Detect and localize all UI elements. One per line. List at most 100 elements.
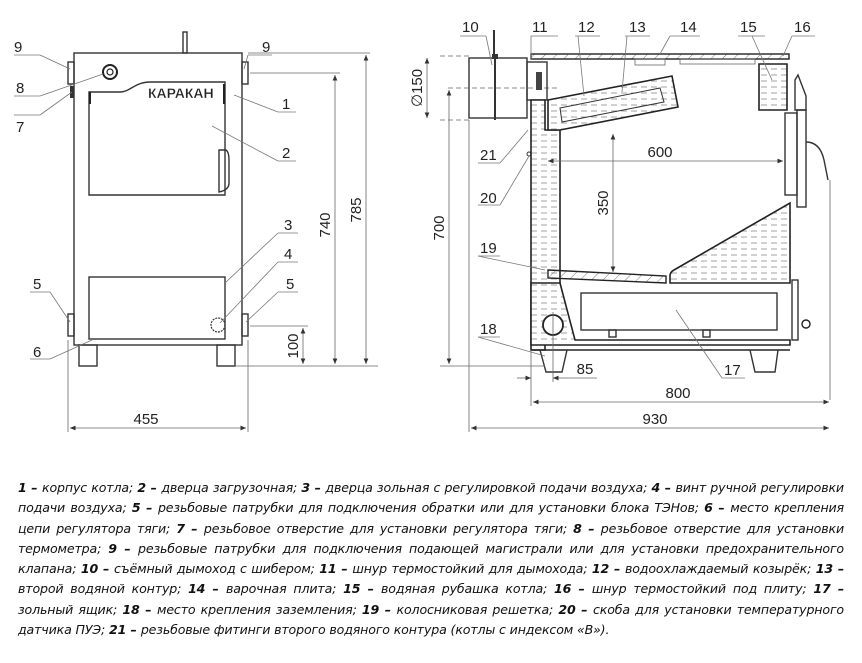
callout-8: 8 [16, 80, 24, 97]
callout-9-right: 9 [262, 39, 270, 56]
callout-17: 17 [724, 362, 741, 379]
top-pipe [182, 31, 188, 54]
legend-item-number: 2 [137, 480, 146, 495]
callout-16: 16 [794, 19, 811, 36]
legend-item: 5 – резьбовые патрубки для подключения о… [132, 500, 699, 515]
legend-separator: – [360, 581, 382, 597]
dim-600: 600 [647, 144, 672, 161]
dim-455: 455 [133, 411, 158, 428]
legend-item: 21 – резьбовые фитинги второго водяного … [109, 622, 609, 637]
callout-18: 18 [480, 321, 497, 338]
legend-item: 20 – скоба для установки температурного … [18, 602, 844, 637]
legend-item-text: скоба для установки температурного датчи… [18, 601, 844, 638]
legend-separator: – [205, 581, 226, 597]
legend-separator: – [26, 480, 43, 495]
legend-item: 14 – варочная плита; [188, 581, 336, 596]
legend-item-text: водоохлаждаемый козырёк; [624, 561, 812, 577]
legend-item-text: шнур термостойкий для дымохода; [352, 561, 588, 577]
legend-item-number: 18 [122, 601, 140, 617]
callout-6: 6 [33, 344, 41, 361]
callout-3: 3 [284, 217, 292, 234]
legend-separator: – [98, 561, 114, 577]
parts-legend: 1 – корпус котла; 2 – дверца загрузочная… [18, 478, 844, 640]
fitting-9-left [67, 61, 75, 85]
legend-item-number: 20 [558, 601, 576, 617]
legend-item-text: дверца зольная с регулировкой подачи воз… [325, 480, 648, 495]
legend-item-text: место крепления цепи регулятора тяги; [18, 500, 844, 536]
callout-19: 19 [480, 240, 497, 257]
legend-separator: – [712, 500, 731, 516]
legend-separator: – [575, 601, 593, 617]
callout-9-left: 9 [14, 39, 22, 56]
legend-separator: – [184, 520, 204, 536]
legend-separator: – [140, 500, 158, 516]
legend-item-text: резьбовые фитинги второго водяного конту… [140, 622, 610, 638]
legend-item-number: 15 [343, 581, 361, 597]
legend-item-text: второй водяной контур; [18, 581, 182, 597]
legend-item-number: 17 [813, 581, 831, 597]
boiler-technical-drawing: КАРАКАН 9 9 8 7 1 2 [14, 19, 831, 432]
legend-item: 4 – винт ручной регулировки подачи возду… [18, 480, 844, 515]
legend-item-number: 19 [361, 601, 380, 617]
door-handle [218, 149, 230, 193]
legend-item-text: резьбовые патрубки для подключения обрат… [157, 500, 699, 516]
legend-item-text: водяная рубашка котла; [381, 581, 548, 597]
air-screw [210, 317, 226, 333]
legend-item: 17 – зольный ящик; [18, 581, 844, 616]
legend-item-text: шнур термостойкий под плиту; [591, 581, 807, 597]
dim-85: 85 [577, 361, 594, 378]
callout-12: 12 [578, 19, 595, 36]
legend-item-number: 12 [591, 561, 610, 577]
cooktop-plate [530, 53, 790, 60]
water-jacket-top [758, 63, 788, 111]
callout-10: 10 [462, 19, 479, 36]
legend-item-text: резьбовое отверстие для установки регуля… [203, 520, 568, 536]
legend-item: 13 – второй водяной контур; [18, 561, 844, 596]
legend-item: 19 – колосниковая решетка; [362, 602, 553, 617]
legend-item-number: 11 [319, 561, 337, 577]
brand-logo: КАРАКАН [148, 85, 214, 101]
legend-item-text: колосниковая решетка; [396, 601, 554, 617]
legend-item-number: 4 [651, 480, 661, 495]
legend-item-number: 10 [80, 561, 99, 577]
callout-7: 7 [16, 119, 24, 136]
dim-785: 785 [348, 197, 365, 222]
legend-item: 8 – резьбовое отверстие для установки те… [18, 521, 844, 556]
legend-item-text: корпус котла; [42, 480, 134, 495]
legend-item: 6 – место крепления цепи регулятора тяги… [18, 500, 844, 535]
callout-5-right: 5 [286, 276, 294, 293]
legend-item-text: зольный ящик; [18, 601, 118, 617]
water-cooled-deflector [547, 75, 679, 131]
dim-930: 930 [642, 411, 667, 428]
dim-100: 100 [285, 333, 302, 358]
legend-item: 16 – шнур термостойкий под плиту; [554, 581, 807, 597]
legend-item-number: 8 [573, 520, 582, 536]
legend-item: 1 – корпус котла; [18, 480, 133, 495]
fitting-5-left [67, 313, 75, 337]
legend-item-number: 1 [18, 480, 27, 495]
callout-4: 4 [284, 246, 292, 263]
legend-item: 9 – резьбовые патрубки для подключения п… [18, 541, 844, 576]
legend-item-number: 5 [131, 500, 141, 516]
legend-item-number: 6 [704, 500, 713, 516]
callout-2: 2 [282, 145, 290, 162]
legend-item-number: 16 [554, 581, 572, 597]
dim-700: 700 [431, 215, 448, 240]
legend-separator: – [571, 581, 592, 597]
legend-item-number: 7 [176, 520, 185, 536]
legend-item: 3 – дверца зольная с регулировкой подачи… [301, 480, 647, 495]
side-view: 10 11 12 13 14 15 16 21 20 19 18 17 ∅150… [409, 19, 831, 432]
dim-800: 800 [665, 385, 690, 402]
grate [547, 269, 667, 284]
legend-item-number: 9 [108, 540, 117, 556]
dim-740: 740 [317, 212, 334, 237]
legend-item: 7 – резьбовое отверстие для установки ре… [176, 521, 567, 536]
callout-20: 20 [480, 190, 497, 207]
callout-15: 15 [740, 19, 757, 36]
legend-item: 10 – съёмный дымоход с шибером; [81, 561, 315, 576]
front-view: КАРАКАН 9 9 8 7 1 2 [14, 31, 378, 432]
fitting-9-right [241, 61, 249, 85]
legend-separator: – [660, 480, 676, 495]
callout-5-left: 5 [33, 276, 41, 293]
water-jacket-rear [669, 201, 791, 284]
